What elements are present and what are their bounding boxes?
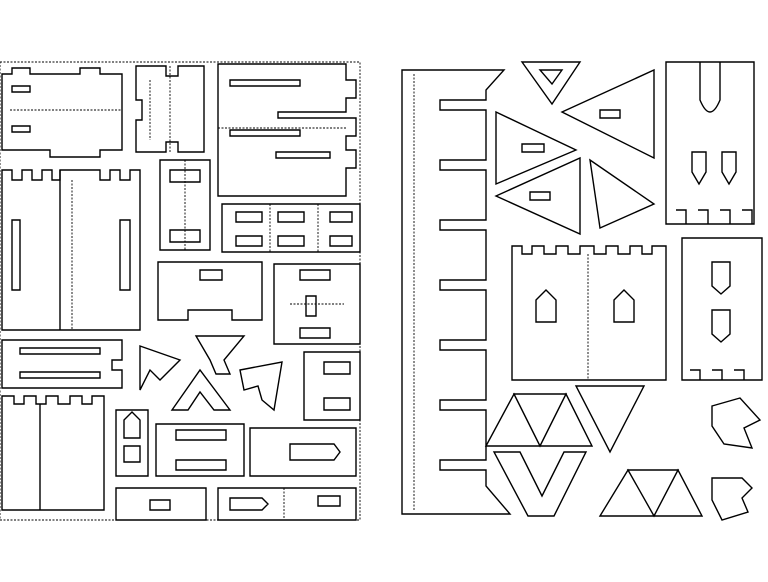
part-connector-right <box>273 263 361 345</box>
right-sheet <box>401 61 763 521</box>
part-bracket-lower-middle <box>155 423 245 477</box>
part-comb-top-right <box>217 63 357 197</box>
part-comb-horizontal-left <box>1 339 123 389</box>
part-triangle-top-large <box>560 68 655 160</box>
part-wall-battlement-lower-left <box>1 395 105 511</box>
part-notched-block-middle <box>157 261 263 321</box>
part-grid-rectangles <box>221 203 361 253</box>
left-sheet-border <box>0 61 361 521</box>
left-sheet <box>0 61 361 521</box>
part-tower-middle-right <box>681 237 763 381</box>
part-castle-wall-middle <box>511 245 667 381</box>
part-triangles-lower <box>484 385 704 518</box>
part-box-top-left <box>1 67 123 158</box>
part-small-house <box>115 409 149 477</box>
part-arrows-middle <box>139 335 283 412</box>
part-frame-middle <box>159 159 211 251</box>
part-long-comb <box>401 69 512 515</box>
part-bottom-strip <box>115 487 357 521</box>
part-triangles-middle <box>494 110 656 236</box>
part-tower-top-right <box>665 61 755 225</box>
part-arrows-lower-right <box>711 397 762 521</box>
part-end-block-right <box>303 351 361 421</box>
part-triangle-top-small <box>520 61 582 106</box>
part-bracket-top-middle <box>135 65 205 153</box>
part-wall-battlement-left <box>1 169 141 331</box>
part-arrow-block-lower-right <box>249 427 357 477</box>
